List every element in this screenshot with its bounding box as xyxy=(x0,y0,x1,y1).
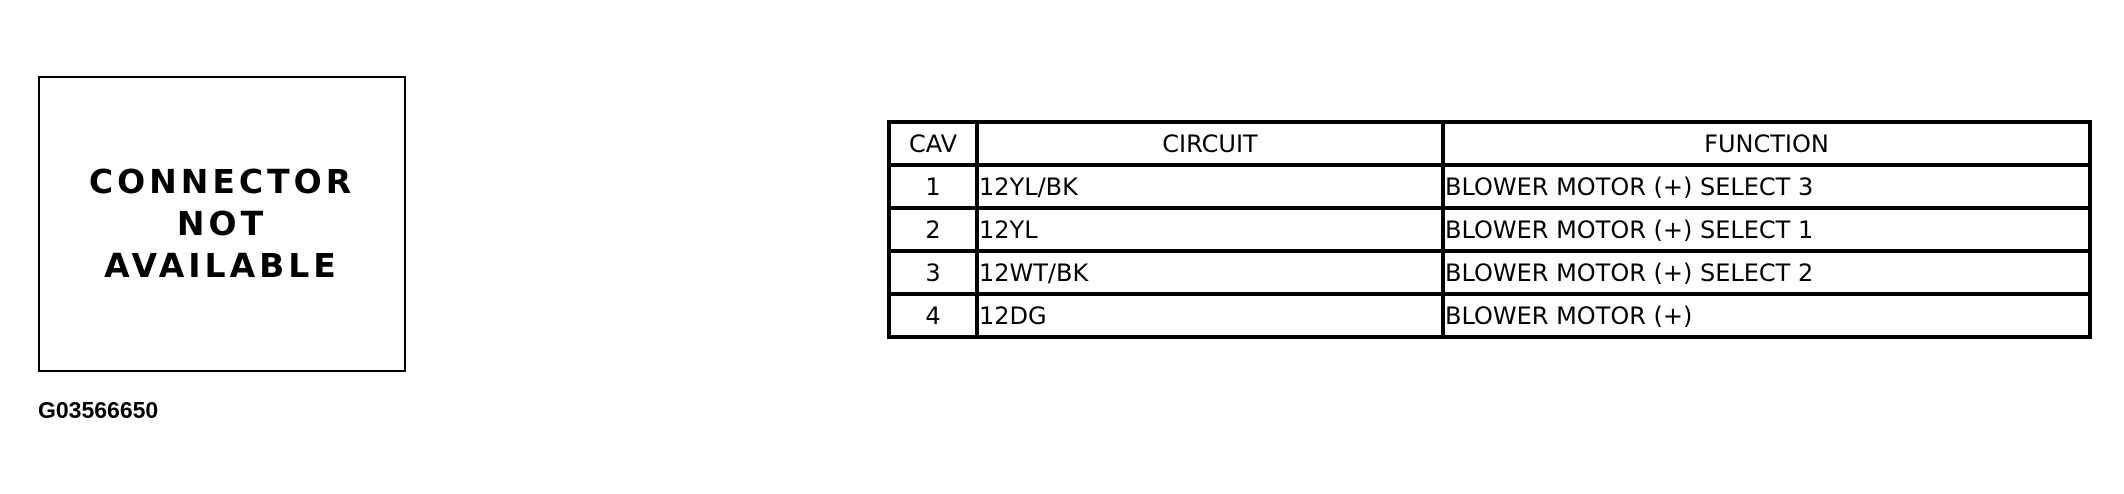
function-cell: BLOWER MOTOR (+) SELECT 3 xyxy=(1441,163,2092,210)
circuit-cell: 12DG xyxy=(975,292,1445,339)
connector-placeholder: CONNECTOR NOT AVAILABLE xyxy=(38,76,406,372)
table-row: 1 12YL/BK BLOWER MOTOR (+) SELECT 3 xyxy=(887,163,2092,210)
header-cav: CAV xyxy=(887,120,979,167)
placeholder-line-3: AVAILABLE xyxy=(104,246,340,285)
cav-cell: 3 xyxy=(887,249,979,296)
circuit-cell: 12YL/BK xyxy=(975,163,1445,210)
placeholder-line-2: NOT xyxy=(176,204,268,243)
header-function: FUNCTION xyxy=(1441,120,2092,167)
cav-cell: 2 xyxy=(887,206,979,253)
circuit-cell: 12WT/BK xyxy=(975,249,1445,296)
function-cell: BLOWER MOTOR (+) SELECT 2 xyxy=(1441,249,2092,296)
placeholder-line-1: CONNECTOR xyxy=(88,162,356,201)
circuit-cell: 12YL xyxy=(975,206,1445,253)
figure-id: G03566650 xyxy=(38,397,159,423)
connector-pinout-table: CAV CIRCUIT FUNCTION 1 12YL/BK BLOWER MO… xyxy=(887,120,2092,339)
function-cell: BLOWER MOTOR (+) SELECT 1 xyxy=(1441,206,2092,253)
table-header-row: CAV CIRCUIT FUNCTION xyxy=(887,120,2092,167)
function-cell: BLOWER MOTOR (+) xyxy=(1441,292,2092,339)
table-row: 2 12YL BLOWER MOTOR (+) SELECT 1 xyxy=(887,206,2092,253)
header-circuit: CIRCUIT xyxy=(975,120,1445,167)
table-row: 3 12WT/BK BLOWER MOTOR (+) SELECT 2 xyxy=(887,249,2092,296)
table-row: 4 12DG BLOWER MOTOR (+) xyxy=(887,292,2092,339)
cav-cell: 4 xyxy=(887,292,979,339)
cav-cell: 1 xyxy=(887,163,979,210)
